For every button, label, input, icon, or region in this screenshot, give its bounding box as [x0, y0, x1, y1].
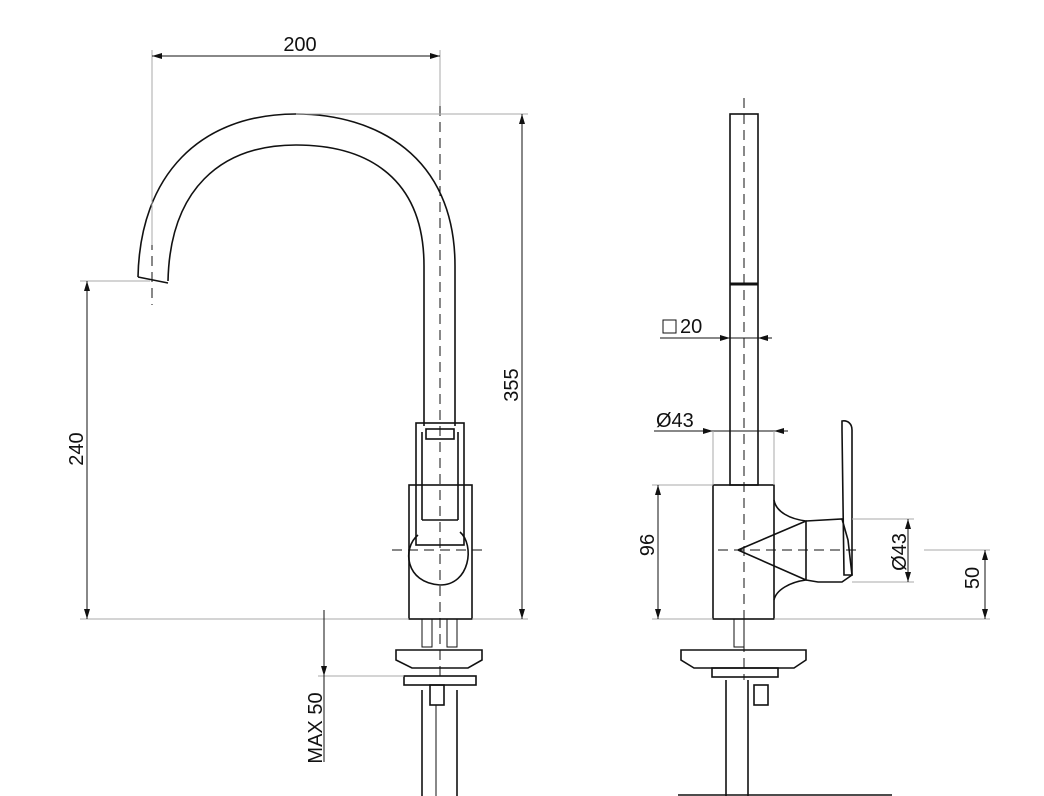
side-connector	[733, 618, 745, 648]
dim-overall-height: 355	[501, 368, 523, 401]
spout-inner	[167, 144, 425, 426]
dim-handle-diameter: Ø43	[889, 533, 911, 571]
front-mounting-plate	[395, 649, 483, 669]
front-mounting-nut	[429, 684, 445, 706]
spout-tip	[137, 276, 169, 284]
spout-outer	[137, 113, 456, 426]
side-handle-hub	[805, 518, 853, 583]
front-view: 200 355 240 MAX 50	[66, 34, 528, 796]
side-handle-lever	[841, 420, 853, 576]
side-mounting-washer	[711, 667, 779, 678]
dim-spout-height: 240	[66, 432, 88, 465]
dim-body-diameter: Ø43	[656, 410, 694, 432]
dim-base-height: 96	[637, 534, 659, 556]
side-view: 20 Ø43 96 Ø43 50	[637, 98, 990, 796]
side-mounting-nut	[753, 684, 769, 706]
front-body	[408, 484, 473, 620]
front-mounting-washer	[403, 675, 477, 686]
side-mounting-plate	[680, 649, 807, 669]
front-handle-hub	[407, 531, 469, 586]
square-section-icon	[662, 319, 677, 334]
dim-handle-axis-height: 50	[962, 567, 984, 589]
dim-square-section: 20	[680, 316, 702, 338]
front-connector-right	[446, 618, 458, 648]
front-connector-left	[421, 618, 433, 648]
front-handle-inner	[421, 432, 459, 521]
dim-spout-reach: 200	[283, 34, 316, 56]
dim-max-deck-thickness: MAX 50	[305, 692, 327, 763]
